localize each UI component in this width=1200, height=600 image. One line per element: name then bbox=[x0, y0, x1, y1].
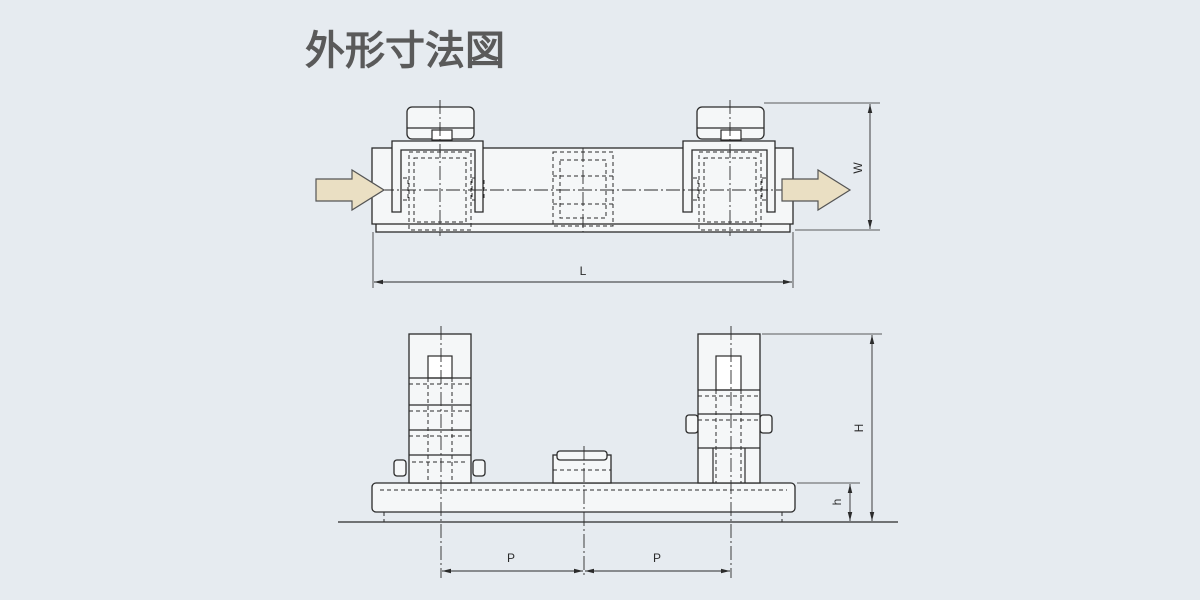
side-left-knob-left bbox=[393, 459, 407, 477]
dimension-h-total-label: H bbox=[852, 424, 866, 433]
side-view: P P H h bbox=[338, 326, 898, 578]
dimension-p-right-label: P bbox=[653, 551, 661, 565]
side-right-knob-left bbox=[685, 414, 699, 434]
outlet-arrow-icon bbox=[781, 168, 852, 212]
dimension-h-base-label: h bbox=[830, 499, 844, 506]
top-right-bracket bbox=[682, 140, 776, 213]
dimension-h-base: h bbox=[797, 482, 860, 521]
side-left-column-slot bbox=[427, 355, 453, 379]
page-title: 外形寸法図 bbox=[305, 28, 505, 74]
side-left-column bbox=[393, 333, 486, 484]
dimension-p-left-label: P bbox=[507, 551, 515, 565]
dimension-w: W bbox=[764, 102, 880, 231]
side-right-knob-right bbox=[759, 414, 773, 434]
top-left-knob-hidden-r bbox=[471, 177, 485, 201]
side-center-cylinder-cap bbox=[556, 450, 608, 461]
side-left-knob-right bbox=[472, 459, 486, 477]
top-left-bracket bbox=[391, 140, 484, 213]
dimension-h-total: H bbox=[762, 333, 882, 521]
dimension-l: L bbox=[372, 232, 794, 288]
dimension-w-label: W bbox=[851, 162, 865, 174]
top-left-nut bbox=[431, 129, 453, 141]
base-plate bbox=[371, 482, 796, 513]
side-right-column bbox=[685, 333, 773, 484]
side-center-cylinder bbox=[552, 450, 612, 484]
dimension-p: P P bbox=[442, 551, 730, 574]
top-right-nut bbox=[720, 129, 742, 141]
top-left-clamp bbox=[391, 106, 485, 231]
top-view: W L bbox=[315, 100, 880, 288]
side-right-column-slot bbox=[715, 355, 742, 391]
side-left-column-body bbox=[408, 333, 472, 484]
dimension-l-label: L bbox=[580, 264, 587, 278]
inlet-arrow-icon bbox=[315, 168, 386, 212]
